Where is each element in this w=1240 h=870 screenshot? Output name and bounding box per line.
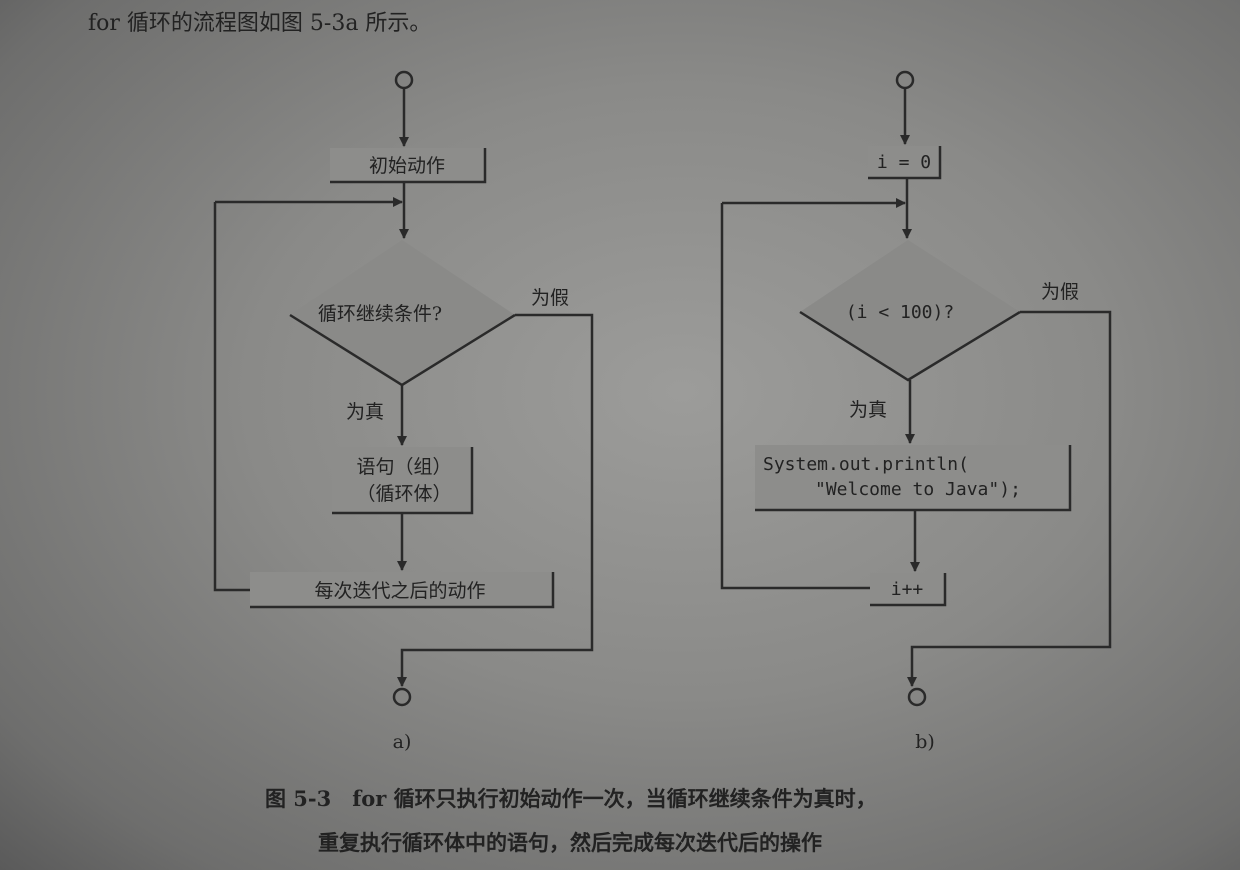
after-action-box [870, 573, 945, 605]
true-label: 为真 [849, 399, 887, 421]
intro-text: for 循环的流程图如图 5-3a 所示。 [88, 11, 431, 36]
flowchart-b: i = 0 (i < 100)? 为假 为真 System.out.printl… [720, 70, 1112, 753]
init-box [868, 146, 940, 178]
true-label: 为真 [346, 401, 384, 423]
after-action-label: i++ [891, 579, 924, 600]
end-node [392, 687, 412, 707]
caption-line2: 重复执行循环体中的语句，然后完成每次迭代后的操作 [318, 830, 822, 855]
body-line2: "Welcome to Java"); [815, 479, 1021, 500]
init-label: 初始动作 [369, 155, 445, 177]
condition-label: 循环继续条件? [318, 303, 442, 325]
diagram-a-label: a) [393, 731, 412, 753]
body-box [332, 447, 472, 513]
diagram-b-label: b) [915, 731, 935, 753]
body-line1: System.out.println( [763, 454, 969, 475]
condition-label: (i < 100)? [846, 302, 954, 323]
body-line2: （循环体） [356, 483, 451, 505]
false-label: 为假 [531, 287, 569, 309]
body-box [755, 445, 1070, 510]
start-node [394, 70, 414, 90]
init-label: i = 0 [877, 152, 931, 173]
body-line1: 语句（组） [356, 456, 451, 478]
end-node [907, 687, 927, 707]
after-action-box [250, 572, 553, 607]
false-label: 为假 [1041, 281, 1079, 303]
start-node [895, 70, 915, 90]
caption-line1: 图 5-3 for 循环只执行初始动作一次，当循环继续条件为真时， [265, 786, 877, 811]
flowchart-a: 初始动作 循环继续条件? 为假 为真 语句（组） （循环体） 每次迭代之后的动作… [213, 70, 594, 753]
init-box [330, 148, 485, 182]
after-action-label: 每次迭代之后的动作 [314, 580, 485, 602]
